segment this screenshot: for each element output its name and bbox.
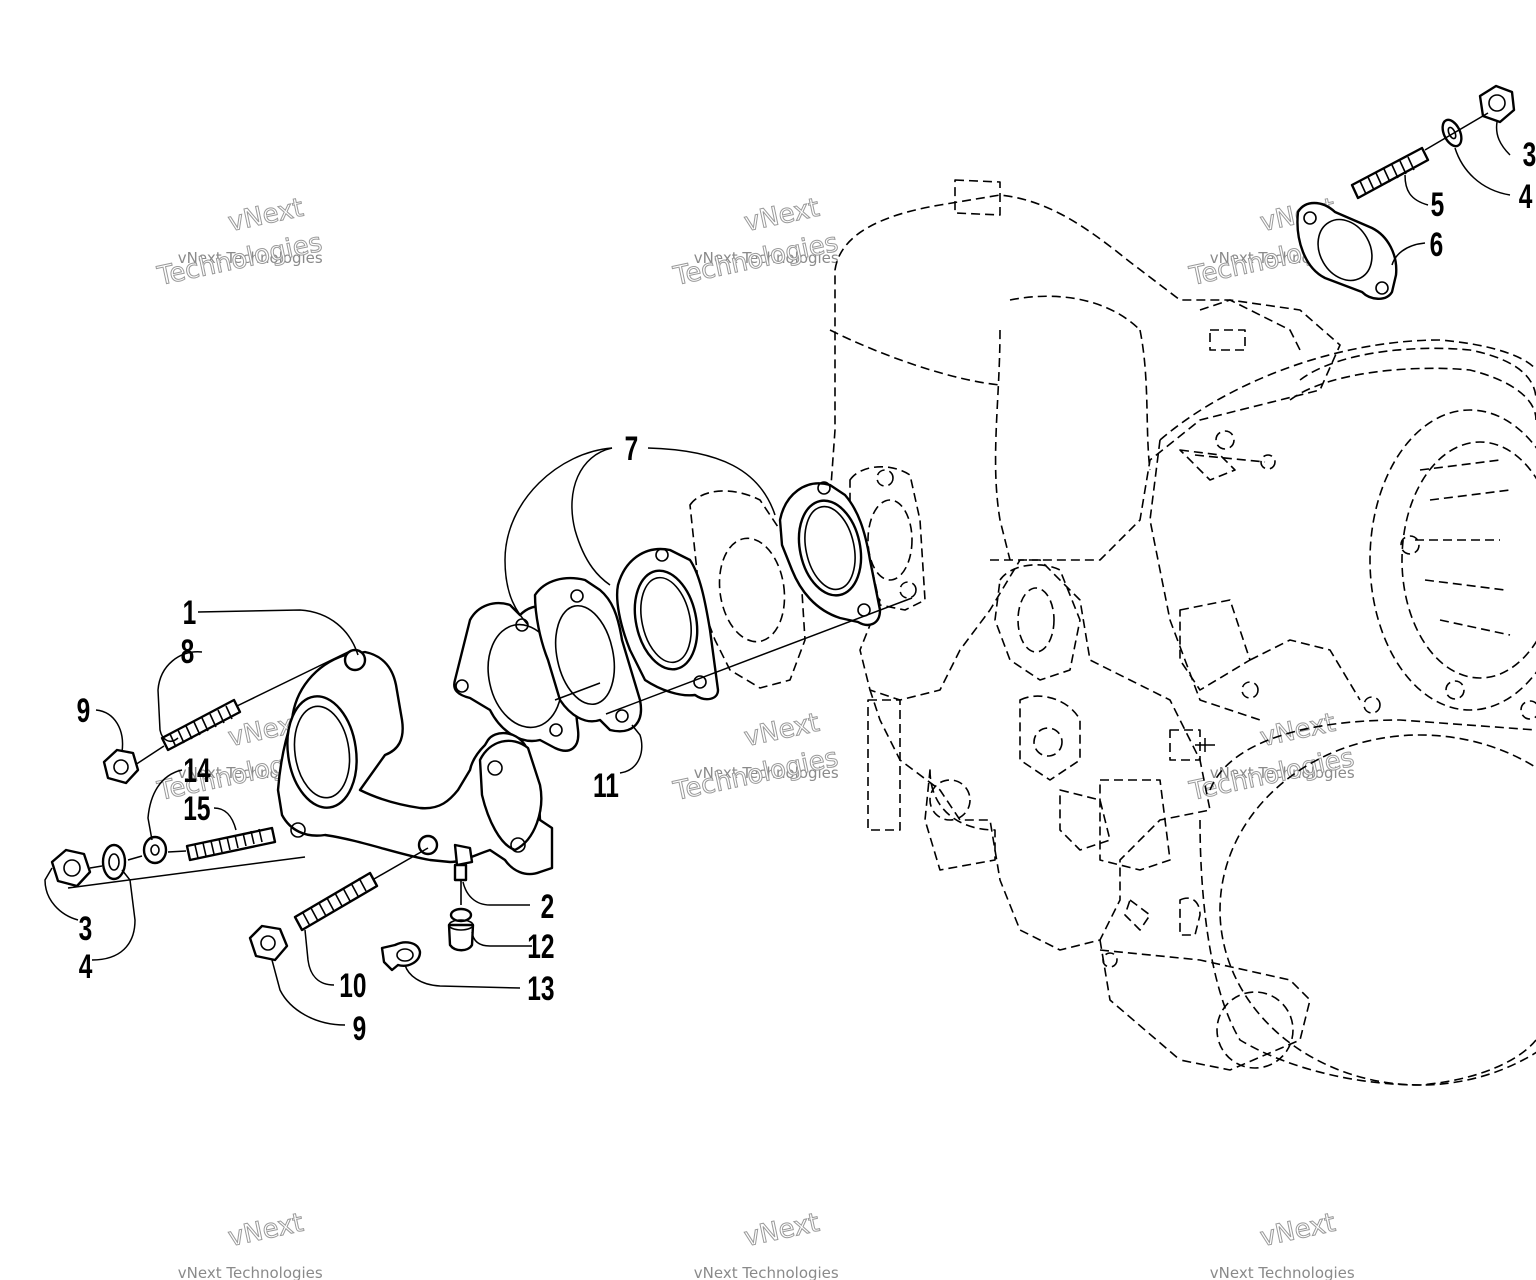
gasket-6	[1296, 201, 1398, 300]
lock-washer-4-left	[101, 843, 127, 881]
watermark-mid-right: vNext vNext Technologies Technologies	[1186, 707, 1358, 807]
watermark-mid-center: vNext vNext Technologies Technologies	[670, 707, 842, 807]
washer-14	[142, 835, 168, 865]
callout-3-left: 3	[79, 910, 93, 948]
svg-text:vNext Technologies: vNext Technologies	[1210, 1264, 1355, 1280]
svg-text:vNext: vNext	[226, 1208, 307, 1253]
callout-4-right: 4	[1519, 178, 1533, 216]
watermark-top-center: vNext vNext Technologies Technologies	[670, 192, 842, 292]
nut-3-left	[50, 848, 92, 888]
svg-text:vNext Technologies: vNext Technologies	[1210, 764, 1355, 782]
callout-12: 12	[527, 928, 554, 966]
nut-3-right	[1478, 84, 1516, 124]
svg-text:vNext Technologies: vNext Technologies	[694, 764, 839, 782]
svg-text:vNext Technologies: vNext Technologies	[694, 249, 839, 267]
callout-2: 2	[541, 888, 555, 926]
leader-lines	[44, 121, 1511, 1026]
svg-text:vNext: vNext	[742, 193, 823, 238]
svg-text:Technologies: Technologies	[670, 743, 841, 807]
gasket-7-second	[533, 576, 643, 733]
callout-5: 5	[1431, 186, 1445, 224]
callout-6: 6	[1430, 226, 1444, 264]
svg-text:vNext: vNext	[226, 193, 307, 238]
watermark-bottom-left: vNext vNext Technologies	[178, 1207, 323, 1280]
watermark-bottom-center: vNext vNext Technologies	[694, 1207, 839, 1280]
svg-text:Technologies: Technologies	[670, 228, 841, 292]
callout-3-right: 3	[1523, 136, 1536, 174]
callout-1: 1	[183, 594, 197, 632]
callout-15: 15	[183, 790, 210, 828]
callout-13: 13	[527, 970, 554, 1008]
svg-text:vNext Technologies: vNext Technologies	[178, 1264, 323, 1280]
svg-text:Technologies: Technologies	[154, 228, 325, 292]
callout-9-lower: 9	[353, 1010, 367, 1048]
gasket-7-back	[778, 481, 882, 626]
watermark-bottom-right: vNext vNext Technologies	[1210, 1207, 1355, 1280]
nut-9-lower	[248, 924, 289, 962]
svg-text:vNext: vNext	[1258, 708, 1339, 753]
stud-5	[1350, 146, 1430, 200]
stud-15	[185, 826, 277, 862]
callout-4-left: 4	[79, 948, 93, 986]
gasket-7-third	[615, 547, 720, 701]
svg-text:vNext: vNext	[742, 708, 823, 753]
svg-text:vNext: vNext	[742, 1208, 823, 1253]
exhaust-manifold-1	[276, 648, 554, 876]
svg-text:vNext: vNext	[1258, 1208, 1339, 1253]
callout-11: 11	[593, 767, 619, 805]
engine-phantom-outline	[689, 179, 1536, 1086]
callout-10: 10	[339, 967, 366, 1005]
callout-7: 7	[625, 430, 639, 468]
lock-washer-4-right	[1441, 118, 1463, 148]
clamp-13	[380, 941, 422, 972]
svg-text:vNext Technologies: vNext Technologies	[178, 249, 323, 267]
svg-text:vNext Technologies: vNext Technologies	[694, 1264, 839, 1280]
svg-text:Technologies: Technologies	[1186, 743, 1357, 807]
callout-9-upper: 9	[77, 692, 91, 730]
cap-12	[447, 907, 475, 952]
watermark-top-left: vNext vNext Technologies Technologies	[154, 192, 326, 292]
callout-labels: 1 8 9 14 15 3 4 3 4 5 6 7 11 2 12 13 10 …	[77, 136, 1536, 1048]
fitting-2	[453, 863, 468, 905]
nut-9-upper	[102, 748, 140, 785]
callout-14: 14	[183, 752, 211, 790]
callout-8: 8	[181, 633, 195, 671]
stud-10	[293, 871, 379, 932]
